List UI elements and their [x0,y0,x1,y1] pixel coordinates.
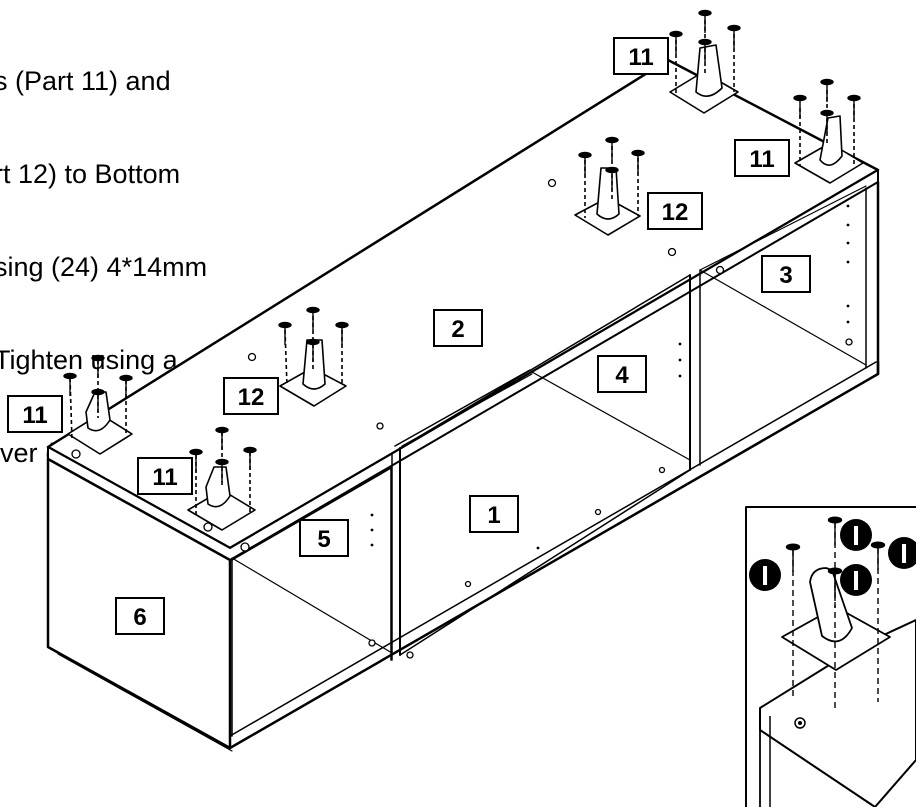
callout-top: I [840,519,872,551]
left-end-panel-edge [47,646,231,749]
callout-middle-text: I [852,565,860,596]
label-part-11-back-left: 11 [613,37,669,75]
label-part-11-front-left: 11 [7,395,63,433]
screw-group-center-right [578,136,645,190]
callout-left: I [749,559,781,591]
label-part-11-front-middle: 11 [137,457,193,495]
callout-top-text: I [852,520,860,551]
detail-inset: I I I I [745,506,916,807]
callout-markers: I I I I [749,519,916,596]
label-part-11-front-left-text: 11 [22,402,47,429]
label-part-1: 1 [469,495,519,533]
screws [63,9,861,482]
leg-center-left [279,316,347,407]
instruction-line-1: s (Part 11) and [0,66,171,96]
label-part-4-text: 4 [615,362,629,389]
label-part-2-text: 2 [451,316,464,343]
callout-right-text: I [900,538,908,569]
label-part-5: 5 [299,519,349,557]
callout-left-text: I [761,560,769,591]
cam-holes [71,178,853,659]
instruction-line-4: Tighten using a [0,345,178,375]
label-part-3: 3 [761,255,811,293]
label-part-11-front-middle-text: 11 [152,464,177,491]
label-part-3-text: 3 [779,262,792,289]
label-part-1-text: 1 [487,502,500,529]
label-part-12-center-left: 12 [223,377,279,415]
callout-right: I [888,537,916,569]
front-panel [399,274,691,656]
instruction-line-2: rt 12) to Bottom [0,159,181,189]
screw-group-center-left [278,306,349,362]
label-part-2: 2 [433,309,483,347]
label-part-12-center-left-text: 12 [238,384,265,411]
screw-group-front-middle [189,426,257,482]
compartment-left [231,467,392,737]
shelf-pin-holes [370,204,850,550]
screw-group-back-right [793,78,861,133]
label-part-12-center-right: 12 [647,192,703,230]
instruction-line-3: sing (24) 4*14mm [0,252,208,282]
label-part-4: 4 [597,355,647,393]
label-part-5-text: 5 [317,526,330,553]
label-part-6-text: 6 [133,604,146,631]
detail-inset-frame [745,506,916,807]
screw-group-back-left [669,9,741,62]
label-part-11-back-right-text: 11 [749,146,774,173]
callout-middle: I [840,564,872,596]
label-part-6: 6 [115,597,165,635]
part-labels: 1 2 3 4 5 6 11 11 [7,37,811,635]
label-part-12-center-right-text: 12 [662,199,689,226]
label-part-11-back-right: 11 [734,139,790,177]
screw-group-front-left [63,354,133,412]
label-part-11-back-left-text: 11 [628,44,653,71]
